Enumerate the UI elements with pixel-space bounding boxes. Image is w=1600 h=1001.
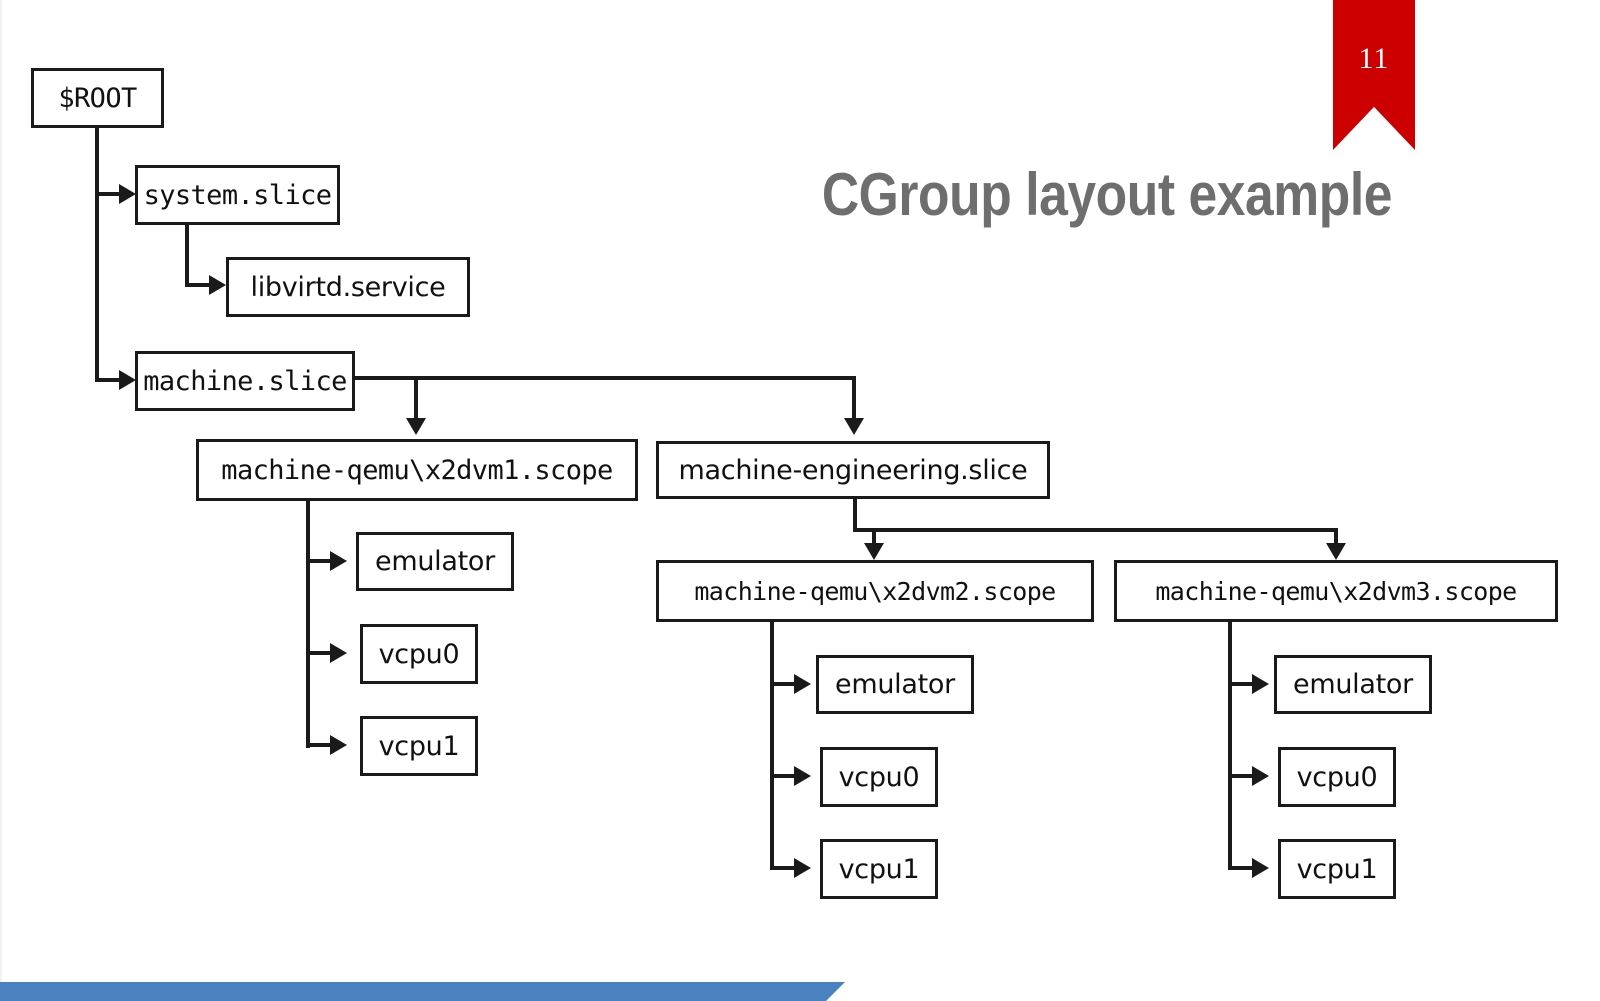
node-vm1-scope-label: machine-qemu\x2dvm1.scope [221, 454, 613, 486]
connector-vm2-to-emulator [770, 682, 798, 686]
arrowhead-vm3-to-vcpu1 [1252, 858, 1269, 878]
connector-engineering-bus [853, 528, 1338, 532]
connector-vm2-to-vcpu1 [770, 866, 798, 870]
node-vm3-vcpu1-label: vcpu1 [1296, 853, 1378, 885]
arrowhead-vm3-to-vcpu0 [1252, 766, 1269, 786]
footer-accent-bar [0, 982, 845, 1001]
connector-engineering-to-vm3 [1334, 528, 1338, 556]
arrowhead-system-to-libvirtd [209, 275, 226, 295]
node-engineering-slice[interactable]: machine-engineering.slice [656, 441, 1050, 499]
connector-vm3-to-vcpu1 [1228, 866, 1256, 870]
arrowhead-vm1-to-vcpu1 [330, 735, 347, 755]
connector-machine-to-engineering [852, 376, 856, 422]
connector-machine-to-vm1 [414, 376, 418, 422]
node-vm1-vcpu0[interactable]: vcpu0 [360, 624, 478, 684]
arrowhead-vm2-to-emulator [794, 674, 811, 694]
page-number: 11 [1358, 42, 1390, 75]
node-system-slice[interactable]: system.slice [135, 165, 340, 225]
node-libvirtd-service-label: libvirtd.service [250, 271, 446, 303]
connector-engineering-to-vm2 [872, 528, 876, 556]
arrowhead-root-to-machine [119, 370, 136, 390]
arrowhead-vm3-to-emulator [1252, 674, 1269, 694]
node-vm2-emulator-label: emulator [835, 669, 955, 700]
node-vm3-emulator[interactable]: emulator [1274, 655, 1432, 714]
connector-root-to-system [95, 192, 123, 196]
connector-root-trunk [95, 127, 99, 382]
connector-vm1-to-emulator [306, 559, 334, 563]
arrowhead-vm1-to-vcpu0 [330, 643, 347, 663]
connector-machine-bus [353, 376, 856, 380]
node-machine-slice[interactable]: machine.slice [135, 351, 355, 411]
arrowhead-vm2-to-vcpu0 [794, 766, 811, 786]
node-vm1-vcpu1-label: vcpu1 [378, 730, 460, 762]
node-system-slice-label: system.slice [143, 179, 332, 211]
slide-left-edge [0, 0, 2, 1001]
node-vm2-scope-label: machine-qemu\x2dvm2.scope [694, 576, 1056, 606]
node-vm3-emulator-label: emulator [1293, 669, 1413, 700]
connector-engineering-stem [853, 498, 857, 532]
node-vm2-vcpu0[interactable]: vcpu0 [820, 747, 938, 807]
node-vm1-scope[interactable]: machine-qemu\x2dvm1.scope [196, 439, 638, 501]
node-machine-slice-label: machine.slice [143, 365, 347, 397]
node-vm3-vcpu1[interactable]: vcpu1 [1278, 839, 1396, 899]
node-vm1-vcpu1[interactable]: vcpu1 [360, 716, 478, 776]
node-libvirtd-service[interactable]: libvirtd.service [226, 257, 470, 317]
arrowhead-vm2-to-vcpu1 [794, 858, 811, 878]
page-title: CGroup layout example [821, 161, 1393, 228]
arrowhead-machine-to-engineering [844, 418, 864, 435]
node-vm2-vcpu0-label: vcpu0 [838, 761, 920, 793]
connector-vm3-to-emulator [1228, 682, 1256, 686]
arrowhead-machine-to-vm1 [406, 418, 426, 435]
connector-vm2-trunk [770, 620, 774, 870]
node-vm2-vcpu1-label: vcpu1 [838, 853, 920, 885]
node-vm3-scope-label: machine-qemu\x2dvm3.scope [1155, 576, 1517, 606]
node-root-label: $ROOT [58, 82, 137, 114]
connector-system-trunk [185, 222, 189, 285]
arrowhead-root-to-system [119, 184, 136, 204]
connector-vm3-trunk [1228, 620, 1232, 870]
arrowhead-engineering-to-vm3 [1326, 543, 1346, 560]
node-vm3-scope[interactable]: machine-qemu\x2dvm3.scope [1114, 560, 1558, 622]
node-vm2-vcpu1[interactable]: vcpu1 [820, 839, 938, 899]
node-vm2-scope[interactable]: machine-qemu\x2dvm2.scope [656, 560, 1094, 622]
node-vm1-emulator[interactable]: emulator [356, 532, 514, 591]
arrowhead-engineering-to-vm2 [864, 543, 884, 560]
connector-vm1-trunk [306, 500, 310, 748]
arrowhead-vm1-to-emulator [330, 551, 347, 571]
connector-vm1-to-vcpu1 [306, 743, 334, 747]
node-vm1-emulator-label: emulator [375, 546, 495, 577]
connector-vm1-to-vcpu0 [306, 651, 334, 655]
connector-vm3-to-vcpu0 [1228, 774, 1256, 778]
connector-vm2-to-vcpu0 [770, 774, 798, 778]
node-vm1-vcpu0-label: vcpu0 [378, 638, 460, 670]
connector-root-to-machine [95, 378, 123, 382]
connector-system-to-libvirtd [185, 283, 213, 287]
node-root[interactable]: $ROOT [31, 68, 164, 128]
node-engineering-slice-label: machine-engineering.slice [678, 454, 1028, 486]
node-vm3-vcpu0-label: vcpu0 [1296, 761, 1378, 793]
node-vm2-emulator[interactable]: emulator [816, 655, 974, 714]
node-vm3-vcpu0[interactable]: vcpu0 [1278, 747, 1396, 807]
